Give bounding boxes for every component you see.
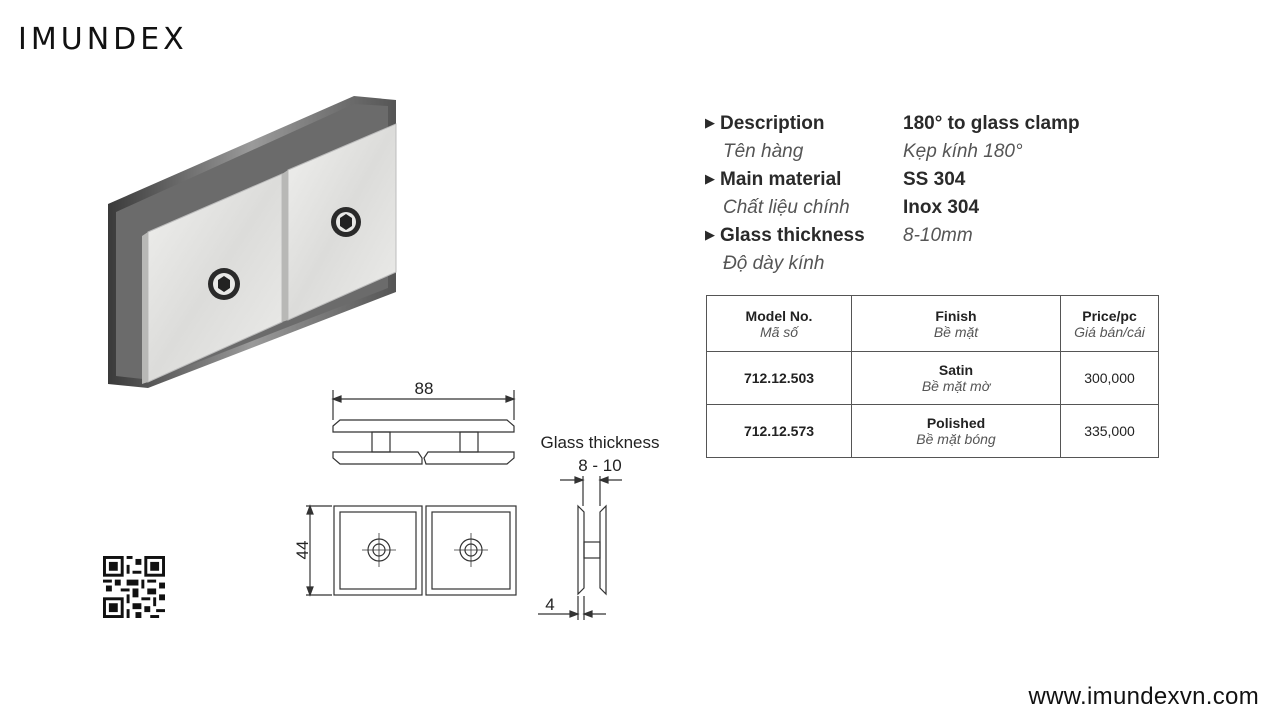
spec-label: Description: [720, 113, 825, 134]
spec-material: ▶ Main material SS 304: [705, 166, 1080, 194]
header-main: Price/pc: [1082, 307, 1137, 324]
width-dimension: 88: [415, 379, 434, 398]
height-dimension: 44: [293, 541, 312, 560]
qr-code-icon: [103, 556, 165, 618]
product-photo: [108, 96, 397, 388]
spec-label-vi: Tên hàng: [723, 141, 804, 162]
spec-value: 180° to glass clamp: [903, 113, 1080, 134]
spec-material-vi: Chất liệu chính Inox 304: [705, 194, 1080, 222]
cell-finish: Satin Bề mặt mờ: [851, 351, 1061, 405]
table-row: 712.12.573 Polished Bề mặt bóng 335,000: [706, 404, 1159, 458]
header-price: Price/pc Giá bán/cái: [1060, 295, 1159, 352]
header-sub: Mã số: [759, 323, 799, 340]
spec-description-vi: Tên hàng Kẹp kính 180°: [705, 138, 1080, 166]
spec-label-vi: Chất liệu chính: [723, 197, 850, 218]
glass-thickness-range: 8 - 10: [578, 456, 621, 475]
header-sub: Giá bán/cái: [1074, 323, 1145, 340]
model-number: 712.12.573: [743, 423, 815, 439]
technical-drawing: 88 44 Glass thickness 8 - 10 4: [293, 379, 660, 620]
cell-model: 712.12.573: [706, 404, 852, 458]
glass-thickness-label: Glass thickness: [540, 433, 659, 452]
header-main: Model No.: [745, 307, 813, 324]
spec-glass-thickness-vi: Độ dày kính: [705, 250, 1080, 278]
cell-model: 712.12.503: [706, 351, 852, 405]
bullet-icon: ▶: [705, 227, 715, 242]
spec-value-vi: Inox 304: [903, 197, 980, 218]
finish-name-vi: Bề mặt bóng: [916, 431, 996, 447]
spec-list: ▶ Description 180° to glass clamp Tên hàn…: [705, 110, 1080, 278]
bullet-icon: ▶: [705, 115, 715, 130]
table-header-row: Model No. Mã số Finish Bề mặt Price/pc G…: [706, 295, 1159, 352]
spec-value-vi: Kẹp kính 180°: [903, 141, 1023, 162]
spec-value: SS 304: [903, 169, 966, 190]
header-sub: Bề mặt: [933, 323, 979, 340]
header-finish: Finish Bề mặt: [851, 295, 1061, 352]
cell-finish: Polished Bề mặt bóng: [851, 404, 1061, 458]
price-table: Model No. Mã số Finish Bề mặt Price/pc G…: [706, 295, 1159, 458]
price-value: 300,000: [1084, 370, 1135, 386]
spec-description: ▶ Description 180° to glass clamp: [705, 110, 1080, 138]
cell-price: 300,000: [1060, 351, 1159, 405]
spec-value: 8-10mm: [903, 225, 973, 246]
header-main: Finish: [935, 307, 977, 324]
plate-thickness-dimension: 4: [545, 595, 554, 614]
website-link[interactable]: www.imundexvn.com: [1028, 683, 1259, 710]
spec-label: Glass thickness: [720, 225, 865, 246]
spec-label: Main material: [720, 169, 842, 190]
price-value: 335,000: [1084, 423, 1135, 439]
finish-name: Satin: [938, 362, 974, 378]
spec-label-vi: Độ dày kính: [723, 253, 825, 274]
finish-name-vi: Bề mặt mờ: [921, 378, 991, 394]
header-model: Model No. Mã số: [706, 295, 852, 352]
brand-logo: IMUNDEX: [18, 22, 188, 57]
spec-glass-thickness: ▶ Glass thickness 8-10mm: [705, 222, 1080, 250]
bullet-icon: ▶: [705, 171, 715, 186]
model-number: 712.12.503: [743, 370, 815, 386]
finish-name: Polished: [926, 415, 986, 431]
cell-price: 335,000: [1060, 404, 1159, 458]
table-row: 712.12.503 Satin Bề mặt mờ 300,000: [706, 351, 1159, 405]
